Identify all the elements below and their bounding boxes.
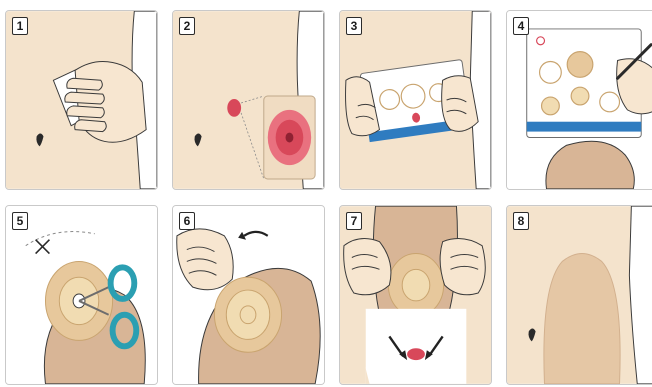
step-number-3: 3 (346, 17, 362, 35)
template-circle (567, 52, 593, 78)
step-8-illustration (507, 206, 652, 384)
step-panel-2: 2 (172, 10, 325, 190)
lower-gap (366, 309, 467, 384)
step-number-6: 6 (179, 212, 195, 230)
step-4-illustration (507, 11, 652, 189)
cleaning-hand (65, 62, 146, 143)
template-circle (540, 62, 562, 84)
step-number-8: 8 (513, 212, 529, 230)
step-panel-6: 6 (172, 205, 325, 385)
step-panel-1: 1 (5, 10, 158, 190)
step-number-5: 5 (12, 212, 28, 230)
template-circle (600, 92, 620, 112)
step-panel-8: 8 (506, 205, 652, 385)
step-7-illustration (340, 206, 491, 384)
step-panel-5: 5 (5, 205, 158, 385)
step-6-illustration (173, 206, 324, 384)
stoma-opening (286, 133, 294, 143)
stoma (407, 348, 425, 360)
pouch (544, 254, 620, 384)
wafer-inner (226, 290, 269, 339)
step-1-illustration (6, 11, 157, 189)
step-5-illustration (6, 206, 157, 384)
step-panel-7: 7 (339, 205, 492, 385)
step-number-4: 4 (513, 17, 529, 35)
step-number-2: 2 (179, 17, 195, 35)
wafer-blue-strip (527, 122, 641, 132)
wafer-inner (402, 269, 430, 301)
step-2-illustration (173, 11, 324, 189)
step-3-illustration (340, 11, 491, 189)
step-number-1: 1 (12, 17, 28, 35)
step-number-7: 7 (346, 212, 362, 230)
template-circle (571, 87, 589, 105)
template-circle (542, 97, 560, 115)
instruction-grid: 1 2 (5, 10, 647, 382)
step-panel-3: 3 (339, 10, 492, 190)
right-hand (440, 239, 485, 295)
stoma (227, 99, 241, 117)
step-panel-4: 4 (506, 10, 652, 190)
